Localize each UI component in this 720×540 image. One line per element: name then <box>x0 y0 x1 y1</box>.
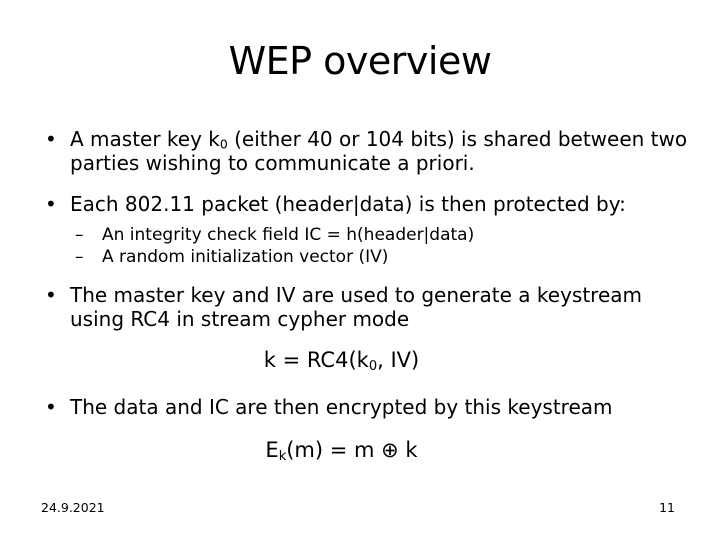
formula-encryption: Ek(m) = m ⊕ k <box>0 437 683 463</box>
text-segment: (either 40 or 104 bits) is shared betwee… <box>70 127 688 175</box>
sub-bullet-integrity-check: – An integrity check field IC = h(header… <box>75 224 660 246</box>
subscript-zero: 0 <box>219 136 228 152</box>
footer-page-number: 11 <box>659 500 675 515</box>
subscript-zero: 0 <box>368 358 378 374</box>
bullet-dot-icon: • <box>45 192 57 216</box>
sub-bullet-integrity-check-text: An integrity check field IC = h(header|d… <box>102 225 475 245</box>
formula-segment: , IV) <box>377 348 420 372</box>
sub-bullet-init-vector-text: A random initialization vector (IV) <box>102 247 389 267</box>
bullet-master-key: • A master key k0 (either 40 or 104 bits… <box>45 127 690 175</box>
bullet-encryption-text: The data and IC are then encrypted by th… <box>70 395 613 419</box>
formula-keystream: k = RC4(k0, IV) <box>0 347 683 373</box>
formula-segment: k = RC4(k <box>263 348 369 372</box>
bullet-dot-icon: • <box>45 395 57 419</box>
dash-icon: – <box>75 225 84 245</box>
bullet-encryption: • The data and IC are then encrypted by … <box>45 395 690 419</box>
dash-icon: – <box>75 247 84 267</box>
bullet-keystream-generation-text: The master key and IV are used to genera… <box>70 283 642 331</box>
text-segment: A master key k <box>70 127 220 151</box>
slide-title: WEP overview <box>228 39 492 83</box>
formula-segment: (m) = m ⊕ k <box>286 438 418 462</box>
sub-bullet-init-vector: – A random initialization vector (IV) <box>75 246 660 268</box>
bullet-keystream-generation: • The master key and IV are used to gene… <box>45 283 690 331</box>
bullet-dot-icon: • <box>45 283 57 307</box>
bullet-dot-icon: • <box>45 127 57 151</box>
bullet-packet-protection-text: Each 802.11 packet (header|data) is then… <box>70 192 626 216</box>
subscript-k: k <box>278 448 287 464</box>
footer-date: 24.9.2021 <box>41 500 105 515</box>
formula-segment: E <box>265 438 279 462</box>
bullet-packet-protection: • Each 802.11 packet (header|data) is th… <box>45 192 690 216</box>
bullet-master-key-text: A master key k0 (either 40 or 104 bits) … <box>70 127 690 175</box>
